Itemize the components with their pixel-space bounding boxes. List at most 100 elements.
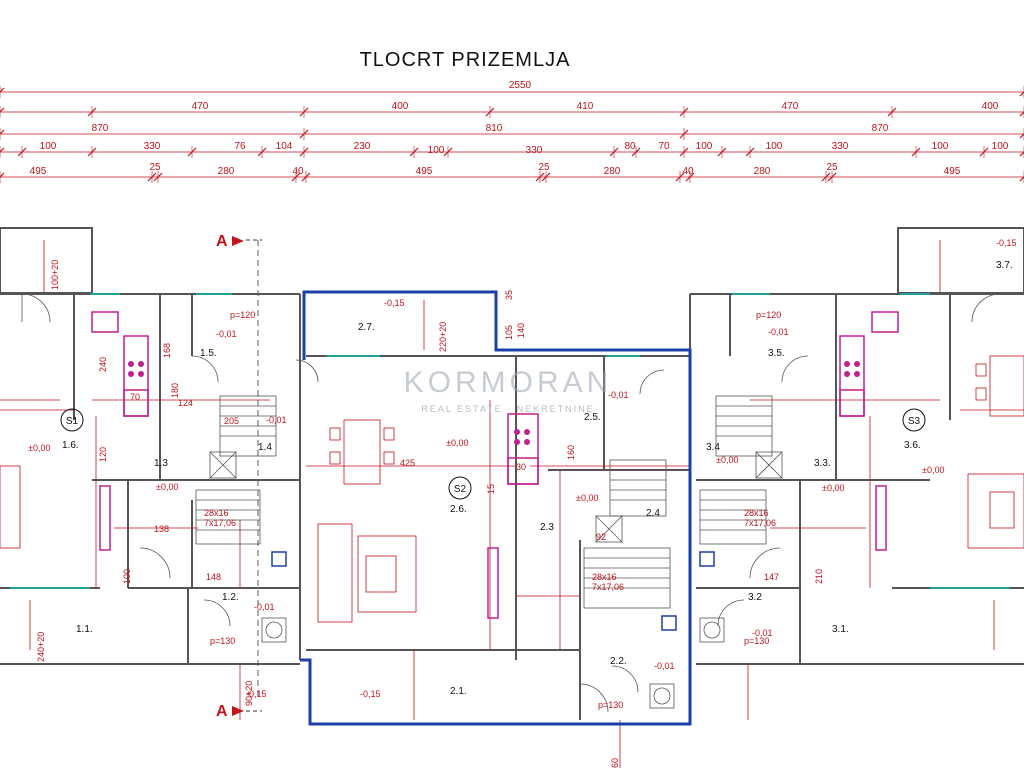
- unit-s2-outline: [300, 290, 692, 726]
- dim-label: 495: [416, 166, 433, 177]
- dimension-lines: [0, 86, 1024, 183]
- room-label: 3.7.: [996, 260, 1013, 271]
- svg-text:S1: S1: [66, 416, 79, 427]
- room-label: 2.7.: [358, 322, 375, 333]
- windows: [10, 293, 1010, 589]
- level-mark: ±0,00: [156, 482, 178, 492]
- misc-dim: 160: [566, 445, 576, 460]
- stove-dots: [128, 361, 860, 445]
- dim-label: 40: [292, 166, 304, 177]
- unit-label-s2: S2: [448, 476, 472, 500]
- dim-label: 400: [982, 101, 999, 112]
- dim-label: 810: [486, 123, 503, 134]
- annotation: p=130: [210, 636, 235, 646]
- room-label: 3.1.: [832, 624, 849, 635]
- annotation: 240+20: [36, 632, 46, 662]
- dim-label: 870: [872, 123, 889, 134]
- misc-dim: 30: [516, 462, 526, 472]
- level-mark: ±0,00: [922, 465, 944, 475]
- room-label: 1.2.: [222, 592, 239, 603]
- furniture: [0, 355, 1024, 623]
- dim-label: 25: [149, 162, 161, 173]
- dimension-tick: [1019, 176, 1024, 182]
- annotation: 100+20: [50, 260, 60, 290]
- section-marker-bottom: A: [216, 703, 262, 720]
- dimension-tick: [1019, 91, 1024, 97]
- room-label: 3.6.: [904, 440, 921, 451]
- level-mark: -0,01: [266, 415, 287, 425]
- annotation: 7x17,06: [204, 518, 236, 528]
- dim-label: 470: [192, 101, 209, 112]
- dim-label: 330: [832, 141, 849, 152]
- dim-label: 410: [577, 101, 594, 112]
- room-label: 2.1.: [450, 686, 467, 697]
- annotation: 28x16: [592, 572, 617, 582]
- annotation: 60: [610, 758, 620, 768]
- dimension-tick: [0, 87, 5, 93]
- misc-dim: 105: [504, 325, 514, 340]
- annotation: p=120: [756, 310, 781, 320]
- svg-text:A: A: [216, 703, 228, 720]
- misc-dim: 168: [162, 343, 172, 358]
- level-marks: -0,15 -0,01 ±0,00 -0,01 ±0,00 -0,15 -0,0…: [28, 238, 1017, 699]
- misc-dim: 240: [98, 357, 108, 372]
- plan-title: TLOCRT PRIZEMLJA: [360, 49, 571, 71]
- level-mark: -0,01: [608, 390, 629, 400]
- dim-label: 40: [682, 166, 694, 177]
- dim-label: 80: [624, 141, 636, 152]
- unit-label-s1: S1: [60, 408, 84, 432]
- level-mark: ±0,00: [822, 483, 844, 493]
- dim-label: 495: [944, 166, 961, 177]
- kitchen-units: [91, 311, 899, 619]
- level-mark: -0,01: [768, 327, 789, 337]
- level-mark: -0,15: [360, 689, 381, 699]
- level-mark: ±0,00: [28, 443, 50, 453]
- annotation: 7x17,06: [592, 582, 624, 592]
- misc-dim: 15: [486, 484, 496, 494]
- detail-lines: [0, 240, 1024, 768]
- dim-label: 25: [826, 162, 838, 173]
- stairs-right: [699, 395, 773, 545]
- dim-label: 70: [658, 141, 670, 152]
- dim-label: 280: [604, 166, 621, 177]
- room-label: 3.5.: [768, 348, 785, 359]
- dimension-labels: 2550 470 400 410 470 400 870 810 870 100…: [30, 80, 1009, 177]
- level-mark: ±0,00: [576, 493, 598, 503]
- room-label: 2.6.: [450, 504, 467, 515]
- walls: [0, 227, 1024, 720]
- misc-dim: 138: [154, 524, 169, 534]
- room-label: 1.3: [154, 458, 168, 469]
- stairs-left: [195, 395, 277, 545]
- dim-label: 100: [696, 141, 713, 152]
- dim-label: 25: [538, 162, 550, 173]
- annotation: 28x16: [744, 508, 769, 518]
- level-mark: ±0,00: [716, 455, 738, 465]
- dim-label: 400: [392, 101, 409, 112]
- dim-label: 100: [932, 141, 949, 152]
- dim-label: 100: [992, 141, 1009, 152]
- room-label: 2.4: [646, 508, 660, 519]
- misc-dim: 35: [504, 290, 514, 300]
- annotation: p=130: [744, 636, 769, 646]
- level-mark: -0,01: [216, 329, 237, 339]
- level-mark: -0,15: [246, 689, 267, 699]
- misc-dimensions: 240 168 205 138 148 120 425 124 180 70 9…: [98, 290, 824, 584]
- dim-label: 230: [354, 141, 371, 152]
- misc-dim: 205: [224, 416, 239, 426]
- room-label: 2.5.: [584, 412, 601, 423]
- dim-label: 330: [144, 141, 161, 152]
- misc-dim: 425: [400, 458, 415, 468]
- misc-dim: 92: [596, 532, 606, 542]
- watermark-tagline: REAL ESTATE · NEKRETNINE: [421, 404, 594, 414]
- annotation: 28x16: [204, 508, 229, 518]
- misc-dim: 100: [122, 569, 132, 584]
- dim-label: 104: [276, 141, 293, 152]
- room-label: 1.5.: [200, 348, 217, 359]
- dim-label: 100: [40, 141, 57, 152]
- dimension-tick: [0, 172, 5, 178]
- equipment-boxes: [271, 551, 715, 631]
- misc-dim: 210: [814, 569, 824, 584]
- level-mark: ±0,00: [446, 438, 468, 448]
- dim-label: 280: [754, 166, 771, 177]
